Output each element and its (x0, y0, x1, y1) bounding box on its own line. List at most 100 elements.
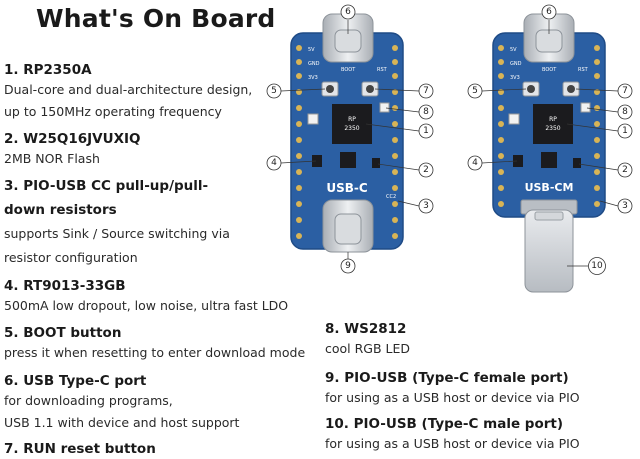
callout-b-5 (467, 83, 483, 99)
callout-a-6-num: 6 (345, 7, 351, 17)
silk-cc2-a: CC2 (386, 194, 396, 200)
callout-b-5-num: 5 (472, 86, 478, 96)
feature-1: 1. RP2350A Dual-core and dual-architectu… (4, 62, 252, 124)
male-plug-tip-b (534, 211, 564, 221)
feature-3-line-2: resistor configuration (4, 250, 138, 265)
feature-2: 2. W25Q16JVUXIQ 2MB NOR Flash (4, 131, 141, 171)
callout-b-7 (617, 83, 633, 99)
feature-10: 10. PIO-USB (Type-C male port) for using… (325, 416, 580, 456)
silk-boot-b: BOOT (542, 67, 557, 73)
callout-a-8-num: 8 (423, 107, 429, 117)
callout-b-10 (588, 257, 606, 275)
ws2812-led-a2 (379, 102, 390, 113)
board-usb-cm: 5V GND 3V3 BOOT RST RP 2350 USB-CM (492, 13, 606, 293)
ws2812-led-b (508, 113, 520, 125)
chip-text-b-1: RP (549, 116, 557, 123)
silk-5v-a: 5V (308, 47, 315, 53)
feature-4-heading: 4. RT9013-33GB (4, 278, 126, 294)
callout-lines-a (280, 20, 420, 266)
silk-rst-b: RST (578, 67, 589, 73)
feature-3-heading: 3. PIO-USB CC pull-up/pull-down resistor… (4, 178, 209, 218)
callout-a-7-num: 7 (423, 86, 429, 96)
callout-b-6 (541, 4, 557, 20)
rp2350-chip-a (332, 104, 372, 144)
callout-a-2 (418, 162, 434, 178)
ws2812-led-a (307, 113, 319, 125)
silk-boot-a: BOOT (341, 67, 356, 73)
feature-10-heading: 10. PIO-USB (Type-C male port) (325, 416, 564, 432)
callout-b-2-num: 2 (622, 165, 628, 175)
callout-a-7 (418, 83, 434, 99)
feature-6-line-2: USB 1.1 with device and host support (4, 415, 240, 430)
flash-chip-a (340, 152, 356, 168)
feature-4: 4. RT9013-33GB 500mA low dropout, low no… (4, 278, 288, 318)
feature-7-heading: 7. RUN reset button (4, 441, 156, 457)
pads-left-b (498, 45, 504, 207)
feature-6: 6. USB Type-C port for downloading progr… (4, 373, 239, 435)
page-title: What's On Board (36, 4, 276, 33)
silk-3v3-b: 3V3 (510, 75, 520, 81)
flash-chip-b (541, 152, 557, 168)
callout-a-2-num: 2 (423, 165, 429, 175)
board-label-b: USB-CM (525, 181, 574, 194)
callout-b-10-num: 10 (591, 261, 603, 271)
callout-b-4-num: 4 (472, 158, 478, 168)
callout-b-8-num: 8 (622, 107, 628, 117)
callout-a-9-num: 9 (345, 261, 351, 271)
usb-c-female-port-a-opening (334, 213, 362, 245)
callout-b-3-num: 3 (622, 201, 628, 211)
callout-b-7-num: 7 (622, 86, 628, 96)
chip-text-a-1: RP (348, 116, 356, 123)
feature-8-heading: 8. WS2812 (325, 321, 407, 337)
callout-b-1 (617, 123, 633, 139)
callouts-a: 6 5 7 8 1 4 2 3 9 (266, 4, 434, 274)
callout-a-3 (418, 198, 434, 214)
pads-left-a (296, 45, 302, 239)
feature-6-line-1: for downloading programs, (4, 393, 173, 408)
feature-5-heading: 5. BOOT button (4, 325, 122, 341)
feature-7: 7. RUN reset button (4, 441, 156, 457)
callout-a-4 (266, 155, 282, 171)
feature-3-line-1: supports Sink / Source switching via (4, 226, 230, 241)
feature-5-line-1: press it when resetting to enter downloa… (4, 345, 306, 360)
feature-2-heading: 2. W25Q16JVUXIQ (4, 131, 141, 147)
feature-1-line-2: up to 150MHz operating frequency (4, 104, 222, 119)
callouts-b: 6 5 7 8 1 4 2 3 10 (467, 4, 633, 275)
feature-6-heading: 6. USB Type-C port (4, 373, 147, 389)
feature-9: 9. PIO-USB (Type-C female port) for usin… (325, 370, 580, 410)
callout-b-3 (617, 198, 633, 214)
board-usb-c: 5V GND 3V3 BOOT RST RP 2350 USB-C CC2 (290, 13, 404, 253)
component-b (573, 158, 581, 168)
feature-9-heading: 9. PIO-USB (Type-C female port) (325, 370, 569, 386)
callout-b-2 (617, 162, 633, 178)
callout-a-9 (340, 258, 356, 274)
feature-4-line-1: 500mA low dropout, low noise, ultra fast… (4, 298, 289, 313)
callout-b-4 (467, 155, 483, 171)
chip-text-a-2: 2350 (344, 125, 359, 132)
ws2812-led-b2 (580, 102, 591, 113)
feature-1-line-1: Dual-core and dual-architecture design, (4, 82, 253, 97)
callout-a-5-num: 5 (271, 86, 277, 96)
callout-lines-b (481, 20, 619, 267)
callout-a-8 (418, 104, 434, 120)
feature-1-heading: 1. RP2350A (4, 62, 92, 78)
callout-a-3-num: 3 (423, 201, 429, 211)
pads-right-b (594, 45, 600, 207)
feature-9-line-1: for using as a USB host or device via PI… (325, 390, 580, 405)
feature-10-line-1: for using as a USB host or device via PI… (325, 436, 580, 451)
board-label-a: USB-C (326, 181, 368, 195)
feature-5: 5. BOOT button press it when resetting t… (4, 325, 305, 365)
silk-3v3-a: 3V3 (308, 75, 318, 81)
rp2350-chip-b (533, 104, 573, 144)
callout-a-6 (340, 4, 356, 20)
callout-a-4-num: 4 (271, 158, 277, 168)
feature-3: 3. PIO-USB CC pull-up/pull-down resistor… (4, 174, 240, 270)
pads-right-a (392, 45, 398, 239)
callout-a-1-num: 1 (423, 126, 429, 136)
callout-b-8 (617, 104, 633, 120)
usb-c-male-port-b (524, 209, 574, 293)
silk-gnd-a: GND (308, 61, 320, 67)
ldo-a (312, 155, 322, 167)
silk-5v-b: 5V (510, 47, 517, 53)
